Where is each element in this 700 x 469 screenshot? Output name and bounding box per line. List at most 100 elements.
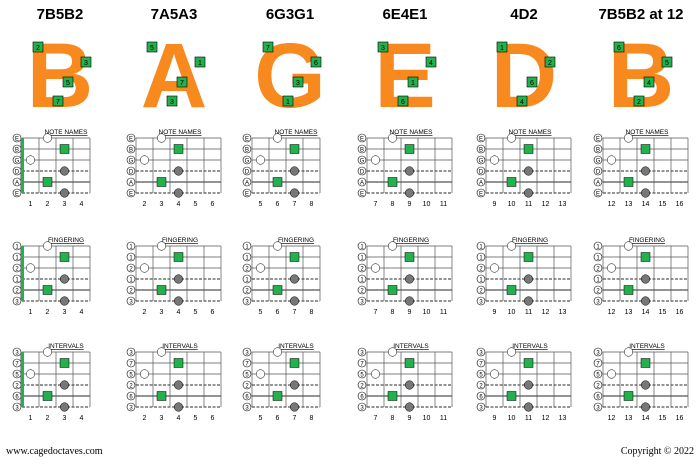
shape-marker — [425, 56, 437, 68]
section-title: NOTE NAMES — [45, 129, 89, 136]
shape-marker-label: 4 — [520, 99, 524, 106]
open-note — [476, 391, 486, 401]
open-note-label: E — [245, 137, 249, 143]
open-note-label: 3 — [245, 406, 249, 412]
open-note — [126, 166, 136, 176]
scale-note — [387, 241, 398, 251]
open-note — [357, 177, 367, 187]
open-note-label: 1 — [245, 245, 249, 251]
scale-note — [139, 155, 150, 165]
fret-number: 11 — [525, 201, 532, 208]
open-note — [126, 252, 136, 262]
open-note-label: 6 — [129, 395, 133, 401]
open-note — [476, 263, 486, 273]
scale-note — [370, 369, 381, 379]
shape-marker — [613, 41, 625, 53]
root-note — [623, 177, 634, 187]
shape-marker-label: 2 — [548, 60, 552, 67]
open-note-label: 6 — [360, 395, 364, 401]
column-title: 6G3G1 — [266, 6, 314, 23]
open-note — [593, 177, 603, 187]
open-note-label: E — [245, 192, 249, 198]
scale-note — [489, 369, 500, 379]
open-note — [476, 166, 486, 176]
open-note — [357, 241, 367, 251]
root-note — [59, 358, 70, 368]
open-note — [126, 144, 136, 154]
scale-note — [506, 133, 517, 143]
fret-number: 6 — [276, 309, 280, 316]
shape-marker — [407, 76, 419, 88]
open-note-label: 3 — [360, 300, 364, 306]
root-note — [506, 177, 517, 187]
shape-marker — [52, 95, 64, 107]
open-note — [242, 402, 252, 412]
open-note-label: 5 — [360, 373, 364, 379]
column-title: 7A5A3 — [151, 6, 198, 23]
open-note-label: 7 — [479, 362, 483, 368]
fret-number: 1 — [29, 309, 33, 316]
open-note — [357, 274, 367, 284]
scale-note — [623, 133, 634, 143]
open-note-label: A — [360, 181, 364, 187]
open-note-label: 5 — [245, 373, 249, 379]
scale-note — [523, 166, 534, 176]
open-note-label: 7 — [360, 362, 364, 368]
fret-number: 6 — [276, 201, 280, 208]
open-note-label: 1 — [479, 278, 483, 284]
open-note-label: E — [15, 137, 19, 143]
fret-number: 7 — [374, 309, 378, 316]
open-note-label: G — [129, 159, 134, 165]
fret-number: 16 — [676, 415, 684, 422]
scale-note — [25, 263, 36, 273]
fret-number: 9 — [408, 201, 412, 208]
scale-note — [606, 155, 617, 165]
scale-note — [606, 263, 617, 273]
open-note — [357, 188, 367, 198]
open-note-label: 5 — [15, 373, 19, 379]
open-note — [476, 358, 486, 368]
scale-note — [272, 241, 283, 251]
scale-note — [272, 133, 283, 143]
section-title: FINGERING — [393, 237, 429, 244]
open-note-label: 3 — [360, 406, 364, 412]
open-note — [593, 391, 603, 401]
open-note — [126, 263, 136, 273]
shape-marker-label: 6 — [314, 60, 318, 67]
shape-marker — [377, 41, 389, 53]
scale-note — [59, 188, 70, 198]
shape-marker — [310, 56, 322, 68]
column-title: 7B5B2 at 12 — [598, 6, 683, 23]
open-note — [357, 155, 367, 165]
scale-note — [289, 380, 300, 390]
scale-note — [404, 296, 415, 306]
open-note — [476, 380, 486, 390]
open-note — [357, 358, 367, 368]
shape-marker — [516, 95, 528, 107]
fret-number: 11 — [440, 415, 447, 422]
open-note-label: 3 — [596, 406, 600, 412]
fret-number: 13 — [625, 201, 633, 208]
scale-note — [59, 296, 70, 306]
open-note — [242, 296, 252, 306]
open-note — [126, 241, 136, 251]
open-note-label: 3 — [129, 351, 133, 357]
fret-number: 2 — [143, 415, 147, 422]
fret-number: 5 — [194, 309, 198, 316]
fret-number: 2 — [46, 201, 50, 208]
column-title: 6E4E1 — [382, 6, 427, 23]
section-title: INTERVALS — [48, 343, 84, 350]
scale-note — [523, 188, 534, 198]
fret-number: 4 — [80, 201, 84, 208]
scale-note — [173, 166, 184, 176]
open-note-label: E — [360, 137, 364, 143]
open-note — [242, 144, 252, 154]
open-note-label: B — [360, 148, 364, 154]
open-note-label: 1 — [479, 256, 483, 262]
shape-letter: A — [141, 25, 207, 127]
